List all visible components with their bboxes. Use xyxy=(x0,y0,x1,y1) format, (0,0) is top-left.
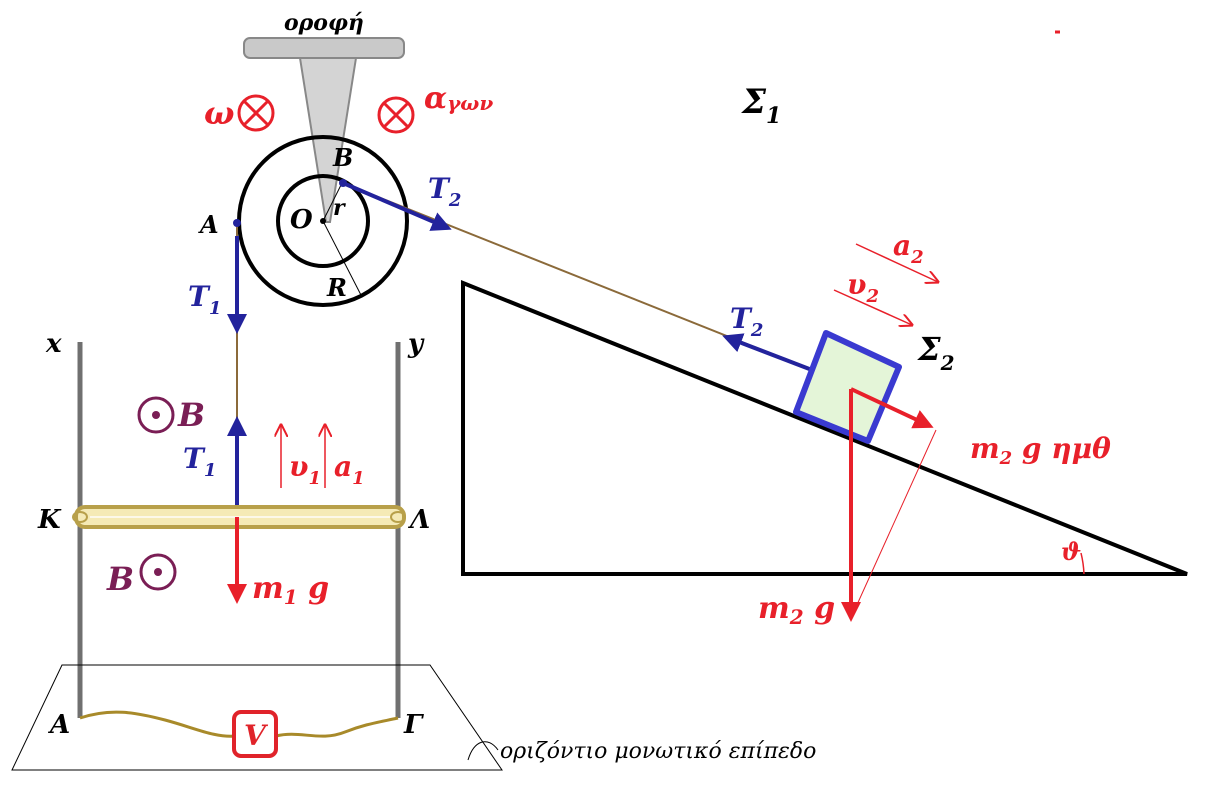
tension-T2-label-pulley: T2 xyxy=(428,172,461,211)
rod-end-K xyxy=(72,511,88,523)
inner-disk xyxy=(276,174,370,268)
tension-T1-label-bottom: T1 xyxy=(183,442,216,481)
plane-label: οριζόντιο μονωτικό επίπεδο xyxy=(500,739,816,764)
point-A-bottom-label: A xyxy=(47,710,70,740)
block-sigma-2 xyxy=(793,330,902,444)
point-A-dot xyxy=(233,219,241,227)
ceiling-plate xyxy=(243,37,405,59)
tension-T2-arrow-pulley xyxy=(342,181,452,231)
weight-component-label: m2 g ημθ xyxy=(970,432,1111,469)
weight-component-arrow xyxy=(850,387,934,429)
projection-line xyxy=(850,429,937,619)
velocity-v1-label: υ1 xyxy=(289,450,321,489)
acceleration-a2-label: a2 xyxy=(893,229,924,268)
acceleration-a2-arrow xyxy=(855,243,938,282)
point-A-label: A xyxy=(198,210,219,239)
R-label: R xyxy=(326,273,347,302)
into-page-icon xyxy=(377,96,415,134)
radius-r xyxy=(322,182,343,222)
point-K-label: K xyxy=(37,505,62,535)
system-2-label: Σ2 xyxy=(917,330,955,375)
weight-m2g-label: m2 g xyxy=(758,591,835,629)
r-label: r xyxy=(333,195,346,221)
point-B-label: B xyxy=(332,143,353,172)
out-of-page-icon xyxy=(139,553,177,591)
angle-arc xyxy=(1080,552,1085,575)
angular-acceleration-label: αγων xyxy=(424,81,493,116)
rod-end-Lambda xyxy=(390,511,406,523)
wire-left xyxy=(79,710,237,738)
rail-y-label: y xyxy=(407,329,425,359)
point-O-label: O xyxy=(290,205,313,235)
omega-label: ω xyxy=(204,94,234,132)
velocity-v2-arrow xyxy=(833,289,912,325)
point-Gamma-label: Γ xyxy=(403,710,424,740)
tension-T2-arrow-block xyxy=(722,333,813,372)
ceiling-label: οροφή xyxy=(284,10,364,36)
field-B-label-upper: B xyxy=(177,396,205,434)
radius-R xyxy=(322,220,363,298)
velocity-v2-label: υ2 xyxy=(847,268,879,307)
voltmeter-label: V xyxy=(244,719,269,752)
weight-m1g-label: m1 g xyxy=(252,571,329,609)
field-B-label-lower: B xyxy=(106,560,134,598)
plane-label-pointer xyxy=(467,741,499,761)
acceleration-a1-label: a1 xyxy=(334,450,365,489)
insulating-plane xyxy=(11,664,503,771)
inclined-plane xyxy=(461,280,1188,576)
tension-T2-label-block: T2 xyxy=(730,302,763,341)
voltmeter xyxy=(232,710,278,758)
out-of-page-icon xyxy=(137,396,175,434)
center-point xyxy=(320,218,326,224)
point-Lambda-label: Λ xyxy=(407,505,430,535)
system-1-label: Σ1 xyxy=(740,82,781,129)
wire-right xyxy=(275,716,399,738)
into-page-icon xyxy=(237,94,275,132)
rail-x-label: x xyxy=(45,329,62,359)
support-rod xyxy=(298,57,358,223)
ceiling-mount xyxy=(243,37,405,223)
theta-label: ϑ xyxy=(1061,537,1081,566)
tension-T1-label-top: T1 xyxy=(188,280,221,319)
